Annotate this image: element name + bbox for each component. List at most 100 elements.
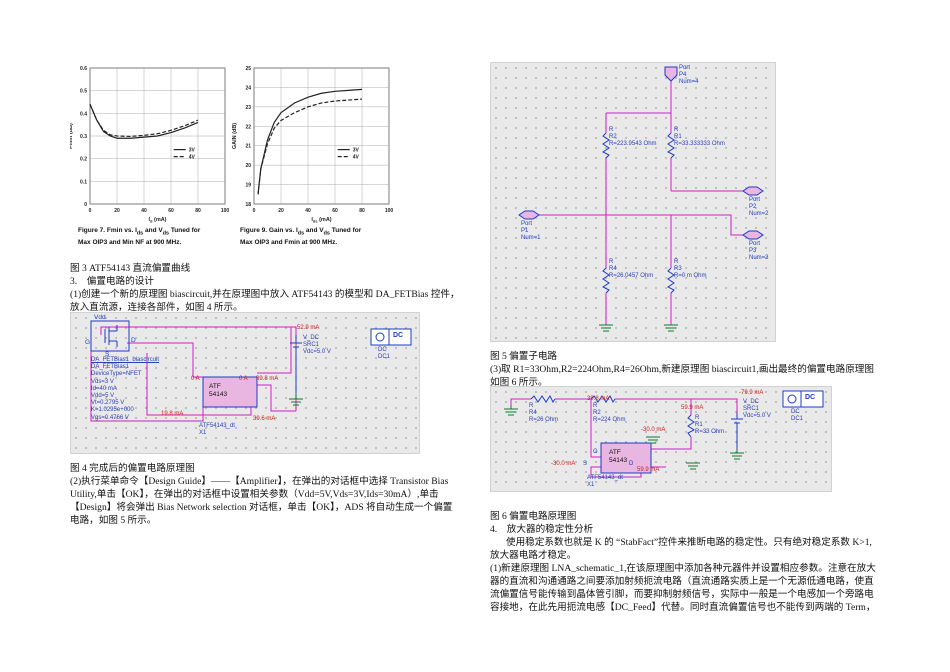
- fig6-caption: 图 6 偏置电路原理图: [490, 511, 577, 522]
- bias-param-line: Vgs=0.4766 V: [91, 414, 129, 421]
- bias-param-line: DeviceType=NFET: [91, 371, 142, 378]
- legend-label-3v: 3V: [189, 148, 196, 154]
- y-axis-label: GAIN (dB): [232, 123, 238, 149]
- x-tick-label: 60: [332, 208, 338, 214]
- fig7-caption: Figure 7. Fmin vs. Ids and Vds Tuned for…: [78, 227, 201, 247]
- para5-line3: 流偏置信号能传输到晶体管引脚，而要抑制射频信号，实际中一般是一个电感加一个旁路电: [490, 589, 874, 600]
- current-top: 52.9 mA: [297, 325, 320, 331]
- current6-top: 39.8 mA: [587, 396, 610, 402]
- para5-line1: (1)新建原理图 LNA_schematic_1,在该原理图中添加各种元器件并设…: [490, 563, 876, 574]
- y-tick-label: 0.3: [80, 134, 87, 140]
- zero-a-1: 0 A: [191, 376, 200, 382]
- para5-line2: 器的直流和沟通通路之间要添加射频扼流电路（直流通路实质上是一个无源低通电路，使直: [490, 576, 874, 587]
- s6-label: S: [583, 461, 588, 467]
- x-tick-label: 20: [278, 208, 284, 214]
- legend-label-4v: 4V: [189, 155, 196, 161]
- current-d: 39.8 mA: [256, 376, 279, 382]
- x-tick-label: 80: [195, 208, 201, 214]
- y-tick-label: 23: [245, 105, 251, 111]
- y-tick-label: 0: [84, 202, 87, 208]
- current6-s: -30.0 mA: [551, 461, 576, 467]
- y-axis-label: Fmin (dB): [70, 123, 74, 149]
- x-axis-label-main: I: [311, 217, 313, 223]
- s-label: S: [105, 351, 110, 358]
- x-axis-label-unit: (mA): [152, 217, 166, 223]
- bias-param-line: DA_FETBias1: [91, 364, 130, 371]
- y-tick-label: 0.1: [80, 179, 87, 185]
- x-tick-label: 100: [385, 208, 394, 214]
- fig4-caption: 图 4 完成后的偏置电路原理图: [70, 463, 195, 474]
- series-line-3v: [257, 88, 363, 195]
- fig3-caption: 图 3 ATF54143 直流偏置曲线: [70, 263, 191, 274]
- x-tick-label: 0: [89, 208, 92, 214]
- fig5-wires: [518, 66, 764, 332]
- zero-a-2: 0 A: [239, 376, 248, 382]
- x-axis-label-sub: d: [150, 219, 153, 224]
- fig9-caption: Figure 9. Gain vs. Ids and Vds Tuned for…: [240, 227, 362, 247]
- x-tick-label: 0: [253, 208, 256, 214]
- para1-line2: 放入直流源，连接各部件，如图 4 所示。: [70, 302, 243, 313]
- x-axis-label-unit: (mA): [318, 217, 332, 223]
- legend-label-4v: 4V: [353, 155, 360, 161]
- para4-line2: 放大器电路才稳定。: [490, 550, 577, 561]
- bias-param-line: K=1.0295e+000: [91, 407, 134, 414]
- vdd-label: Vdd: [94, 314, 106, 321]
- x-tick-label: 60: [168, 208, 174, 214]
- y-tick-label: 0.2: [80, 157, 87, 163]
- bias-param-line: Id=40 mA: [91, 385, 117, 392]
- dc6-badge: DC: [805, 394, 816, 401]
- g-label: G: [85, 339, 91, 346]
- para2-line3: 【Design】将会弹出 Bias Network selection 对话框，…: [70, 502, 453, 513]
- para2-line4: 电路，如图 5 所示。: [70, 515, 157, 526]
- fig6-wires: [504, 390, 824, 478]
- bias-param-line: Vt=0.2795 V: [91, 400, 125, 407]
- current-s: 39.6 mA: [253, 416, 276, 422]
- para3-line1: (3)取 R1=33Ohm,R2=224Ohm,R4=26Ohm,新建原理图 b…: [490, 364, 874, 375]
- d6-label: D: [629, 461, 634, 467]
- g6-label: G: [593, 449, 598, 455]
- y-tick-label: 21: [245, 144, 251, 150]
- fig4-wires: [90, 320, 412, 422]
- para3-line2: 如图 6 所示。: [490, 377, 548, 388]
- para5-line4: 容接地，在此先用扼流电感【DC_Feed】代替。同时直流偏置信号也不能传到两端的…: [490, 602, 876, 613]
- x-axis-label-sub: ds: [313, 219, 318, 224]
- y-tick-label: 0.6: [80, 66, 87, 72]
- series-line-4v: [257, 98, 363, 195]
- y-tick-label: 19: [245, 183, 251, 189]
- current-g: 19.8 mA: [161, 411, 184, 417]
- series-line-4v: [89, 104, 199, 138]
- x-tick-label: 40: [141, 208, 147, 214]
- para1-line1: (1)创建一个新的原理图 biascircuit,并在原理图中放入 ATF541…: [70, 289, 460, 300]
- para2-line1: (2)执行菜单命令【Design Guide】——【Amplifier】，在弹出…: [70, 476, 449, 487]
- y-tick-label: 24: [245, 85, 251, 91]
- y-tick-label: 20: [245, 163, 251, 169]
- current6-d: 59.9 mA: [637, 467, 660, 473]
- y-tick-label: 22: [245, 124, 251, 130]
- dc-badge: DC: [393, 332, 404, 339]
- x-tick-label: 20: [114, 208, 120, 214]
- plot-frame: [253, 67, 390, 205]
- x-tick-label: 80: [359, 208, 365, 214]
- fig5-caption: 图 5 偏置子电路: [490, 351, 558, 362]
